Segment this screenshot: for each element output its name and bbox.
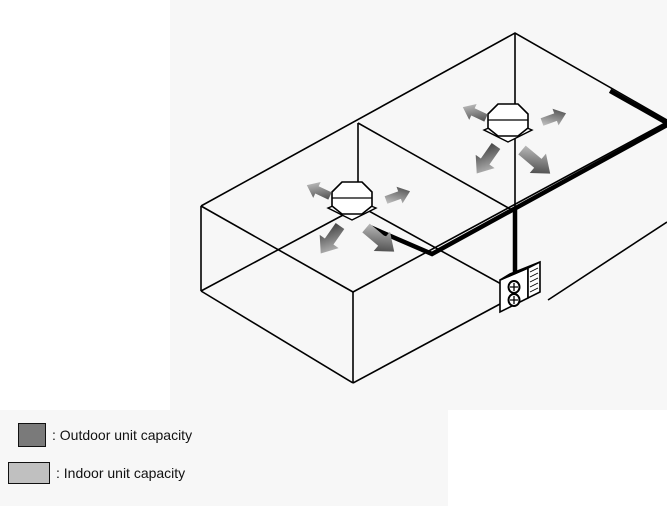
indoor-capacity-swatch (8, 462, 50, 484)
background-panel (170, 0, 667, 410)
legend-label-outdoor: : Outdoor unit capacity (52, 427, 193, 443)
indoor-unit-left (326, 181, 378, 221)
outdoor-capacity-swatch (18, 423, 46, 447)
legend-panel (0, 410, 448, 506)
legend-item-indoor: : Indoor unit capacity (8, 462, 185, 484)
refrigerant-piping (369, 88, 667, 275)
indoor-unit-right (482, 103, 534, 143)
legend-label-indoor: : Indoor unit capacity (56, 465, 186, 481)
legend-item-outdoor: : Outdoor unit capacity (18, 423, 192, 447)
outdoor-unit-icon (499, 260, 541, 314)
